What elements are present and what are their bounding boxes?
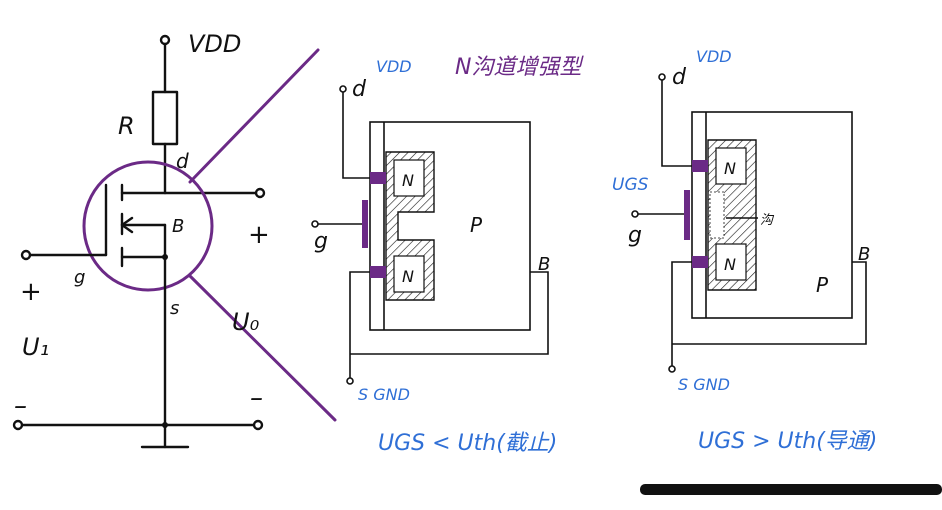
output-minus-terminal (252, 419, 264, 431)
gate-label-cutoff: g (314, 229, 328, 254)
drain-contact-on (692, 160, 708, 172)
zoom-line-bottom (188, 274, 337, 422)
body-label-on: B (858, 244, 870, 265)
input-minus-terminal (12, 419, 24, 431)
induced-channel (709, 191, 725, 239)
drain-label: d (176, 149, 189, 173)
output-plus-sign: + (248, 220, 270, 250)
n-top-label-on: N (724, 159, 736, 178)
diagram-title: N沟道增强型 (455, 55, 584, 80)
body-arrow-icon (120, 216, 134, 234)
body-wire-cutoff (350, 271, 549, 355)
drain-contact (370, 172, 386, 184)
n-bottom-region (393, 255, 425, 293)
vdd-label-cutoff: VDD (376, 57, 412, 76)
drain-wire-cutoff (342, 92, 370, 179)
drain-wire-on (661, 80, 692, 167)
gate-label: g (74, 267, 85, 288)
input-plus-sign: + (20, 277, 42, 307)
n-bottom-region-on (715, 243, 747, 281)
gate-plate-cutoff (362, 200, 368, 248)
condition-cutoff: UGS < Uth(截止) (378, 431, 557, 456)
drain-label-cutoff: d (352, 77, 367, 102)
cutoff-device: VDD d g N N P B S GND UGS < Uth(截止) (311, 57, 557, 456)
n-top-label-cutoff: N (402, 171, 414, 190)
input-voltage-label: U₁ (22, 333, 49, 361)
vdd-label: VDD (188, 30, 241, 58)
condition-on: UGS > Uth(导通) (698, 429, 877, 454)
source-label: s (170, 298, 179, 319)
source-wire-on (671, 261, 692, 366)
output-voltage-label: U₀ (232, 308, 260, 336)
input-plus-terminal (20, 249, 32, 261)
source-wire-cutoff (349, 271, 370, 378)
p-substrate (369, 121, 531, 331)
n-bottom-label-cutoff: N (402, 267, 414, 286)
gate-plate-on (684, 190, 690, 240)
resistor-r (151, 90, 179, 146)
p-label-cutoff: P (470, 213, 483, 237)
scroll-indicator-bar[interactable] (640, 484, 942, 495)
output-plus-terminal (254, 187, 266, 199)
source-contact (370, 266, 386, 278)
conducting-device: VDD d UGS g N N 沟 P B S GND UGS > Uth(导通… (612, 47, 877, 454)
n-top-region (393, 159, 425, 197)
mosfet-circle (82, 160, 214, 292)
output-minus-sign: – (250, 383, 263, 413)
ugs-label-on: UGS (612, 175, 649, 195)
n-bottom-label-on: N (724, 255, 736, 274)
vdd-label-on: VDD (696, 47, 732, 66)
zoom-line-top (188, 48, 320, 184)
source-gnd-label-cutoff: S GND (358, 385, 410, 404)
channel-label-on: 沟 (760, 213, 775, 228)
n-top-region-on (715, 147, 747, 185)
body-label: B (172, 216, 184, 237)
resistor-label: R (118, 112, 135, 140)
input-minus-sign: – (14, 391, 27, 421)
p-label-on: P (816, 273, 829, 297)
p-substrate-on (691, 111, 853, 319)
source-contact-on (692, 256, 708, 268)
drain-label-on: d (672, 65, 687, 90)
body-label-cutoff: B (538, 254, 550, 275)
gate-label-on: g (628, 223, 642, 248)
body-wire-on (672, 261, 867, 345)
circuit-schematic: VDD R d B g s + + U₁ U₀ – – (12, 30, 337, 449)
source-gnd-label-on: S GND (678, 375, 730, 394)
